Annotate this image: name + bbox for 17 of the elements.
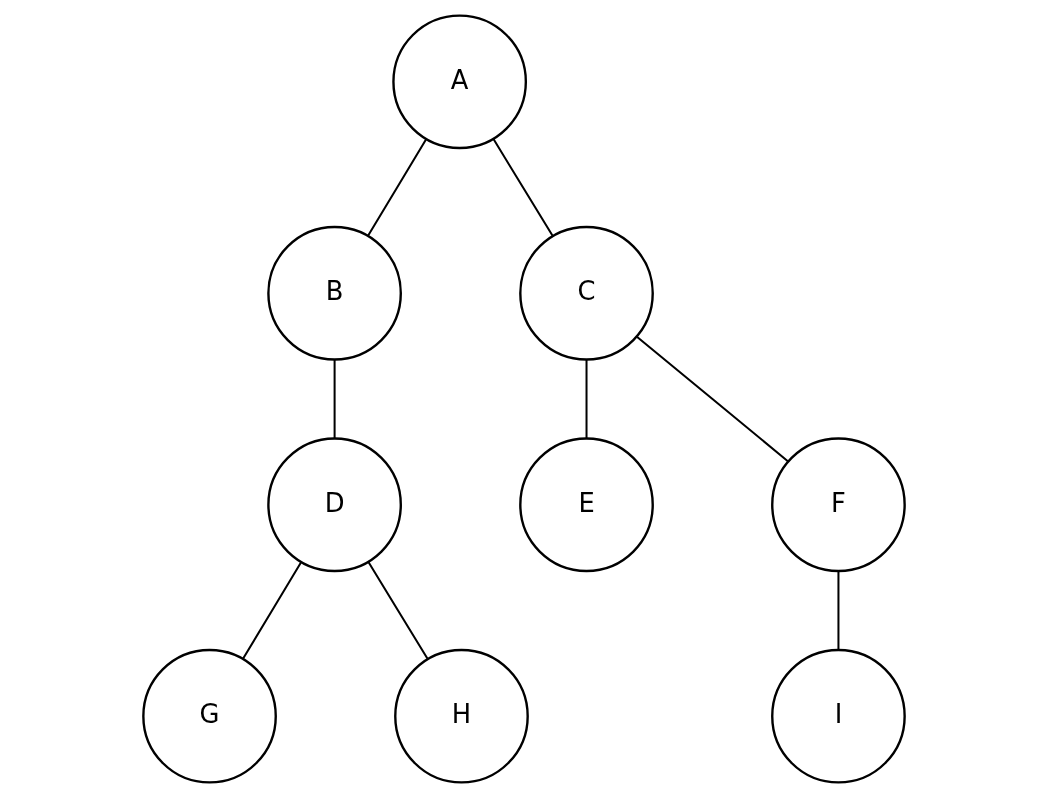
node-circle: E — [519, 437, 654, 573]
node-circle: B — [267, 225, 402, 361]
connector — [333, 359, 336, 439]
connector — [367, 561, 429, 660]
node-circle: A — [392, 14, 528, 150]
connector — [492, 138, 554, 237]
node-circle: C — [519, 225, 654, 361]
node-circle: I — [771, 648, 906, 784]
connector — [837, 571, 840, 650]
node-circle: G — [142, 648, 277, 784]
connector — [636, 335, 789, 463]
node-circle: H — [394, 648, 529, 784]
node-circle: F — [771, 437, 906, 573]
connector — [585, 359, 588, 439]
connector — [242, 561, 302, 660]
node-circle: D — [267, 437, 402, 573]
connector — [367, 138, 427, 237]
